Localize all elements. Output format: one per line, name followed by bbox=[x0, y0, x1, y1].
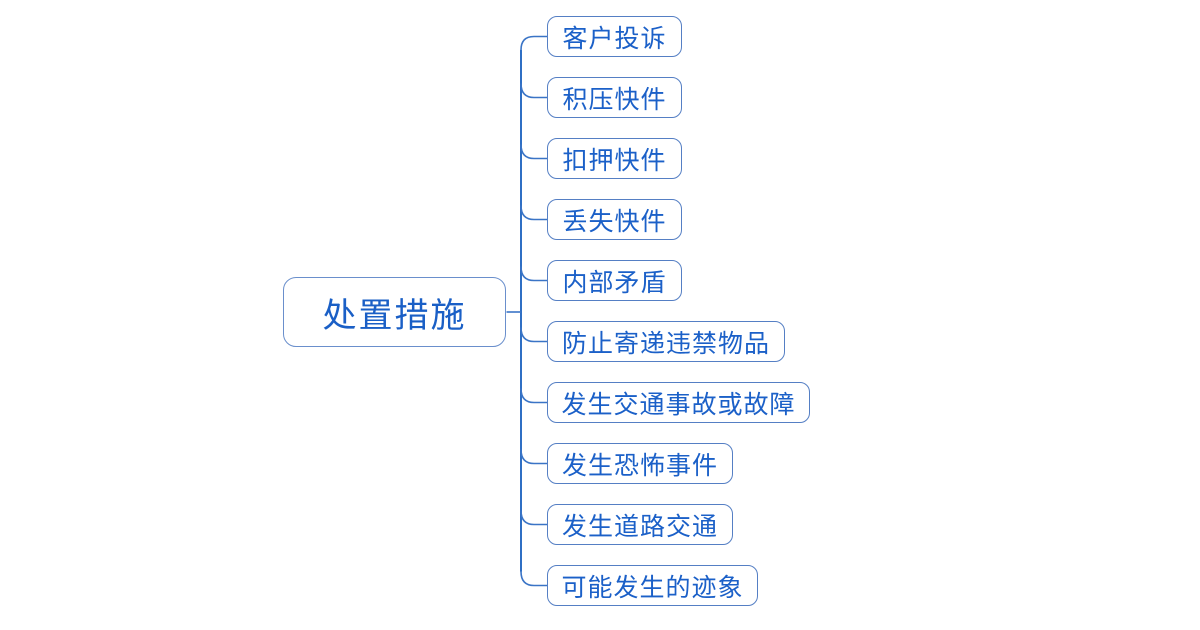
node-root[interactable]: 处置措施 bbox=[283, 277, 506, 347]
node-prohibited-items[interactable]: 防止寄递违禁物品 bbox=[547, 321, 785, 362]
branch-connector-10 bbox=[520, 571, 547, 587]
branch-connector-4 bbox=[520, 205, 547, 221]
node-backlogged-parcels[interactable]: 积压快件 bbox=[547, 77, 682, 118]
node-traffic-accident[interactable]: 发生交通事故或故障 bbox=[547, 382, 810, 423]
branch-connector-3 bbox=[520, 144, 547, 160]
branch-connector-5 bbox=[520, 266, 547, 282]
node-possible-signs[interactable]: 可能发生的迹象 bbox=[547, 565, 758, 606]
branch-connector-1 bbox=[520, 35, 547, 51]
node-detained-parcels[interactable]: 扣押快件 bbox=[547, 138, 682, 179]
node-terrorist-incident[interactable]: 发生恐怖事件 bbox=[547, 443, 733, 484]
branch-connector-8 bbox=[520, 449, 547, 465]
node-internal-conflict[interactable]: 内部矛盾 bbox=[547, 260, 682, 301]
node-road-traffic[interactable]: 发生道路交通 bbox=[547, 504, 733, 545]
branch-connector-6 bbox=[520, 327, 547, 343]
node-customer-complaints[interactable]: 客户投诉 bbox=[547, 16, 682, 57]
branch-connector-9 bbox=[520, 510, 547, 526]
branch-connector-7 bbox=[520, 388, 547, 404]
node-lost-parcels[interactable]: 丢失快件 bbox=[547, 199, 682, 240]
branch-connector-2 bbox=[520, 83, 547, 99]
